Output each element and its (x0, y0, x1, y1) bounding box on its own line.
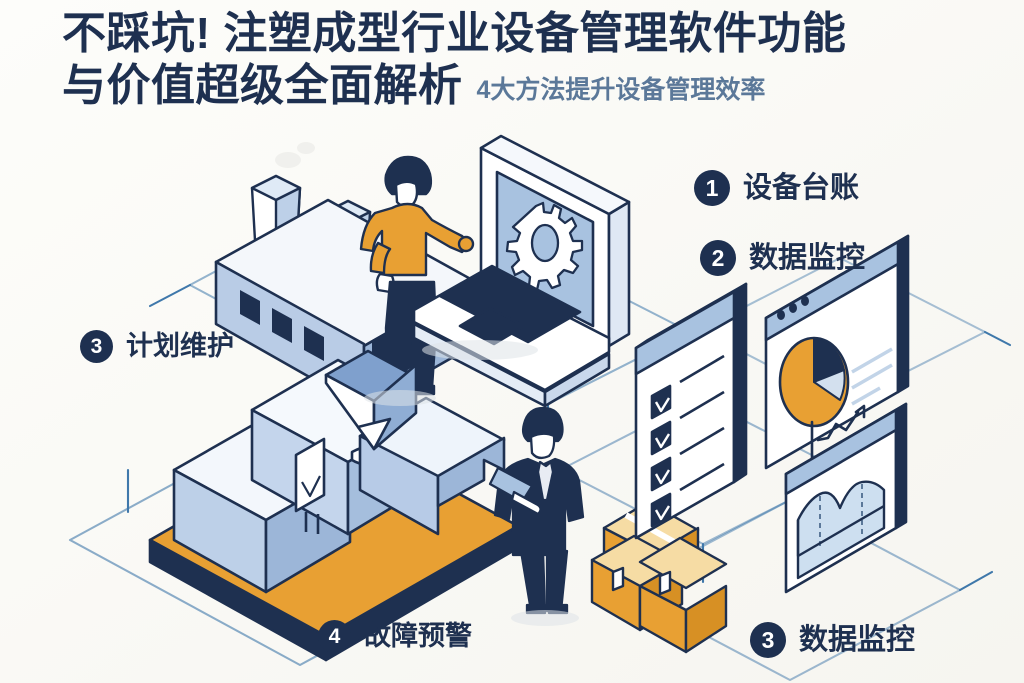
checklist-edge (732, 282, 748, 484)
laptop-lid-side (607, 200, 631, 348)
callout-label-1: 设备台账 (743, 171, 860, 204)
callout-fault-warning[interactable]: 4 故障预警 (318, 620, 472, 653)
smoke-puff (275, 142, 315, 168)
gear-icon (505, 201, 584, 292)
callout-data-monitoring-bottom[interactable]: 3 数据监控 (750, 622, 915, 658)
page-title-line-2: 与价值超级全面解析 (62, 61, 463, 110)
callout-badge-4: 4 (318, 620, 351, 653)
area-chart-window (784, 402, 908, 594)
window-dots (777, 296, 809, 320)
callout-label-4: 故障预警 (364, 621, 472, 651)
worker-hand (457, 235, 475, 253)
callout-equipment-ledger[interactable]: 1 设备台账 (694, 170, 859, 206)
worker-sweater (359, 202, 472, 277)
callout-label-2: 数据监控 (749, 241, 866, 274)
pie-window-text-lines (851, 347, 893, 406)
pie-window-titlebar (764, 240, 900, 342)
headline-block: 不踩坑! 注塑成型行业设备管理软件功能 与价值超级全面解析 4大方法提升设备管理… (62, 8, 962, 112)
callout-badge-1: 1 (694, 170, 730, 206)
area-window-titlebar (784, 408, 898, 496)
ground-shadows (364, 340, 579, 626)
page-subtitle: 4大方法提升设备管理效率 (476, 76, 766, 104)
factory-windows (240, 290, 324, 361)
machine-control-panel (294, 437, 326, 513)
callout-label-5: 数据监控 (799, 623, 916, 656)
callout-badge-2: 2 (700, 240, 736, 276)
pie-window-edge (896, 234, 910, 394)
cardboard-boxes (590, 500, 728, 654)
callout-planned-maintenance[interactable]: 3 计划维护 (80, 330, 234, 363)
callout-badge-5: 3 (750, 622, 786, 658)
manager-tablet (488, 406, 585, 615)
manager-hair (521, 406, 564, 443)
injection-molding-machine (148, 349, 520, 662)
pie-chart (778, 336, 850, 428)
checklist-items (650, 354, 725, 528)
callout-data-monitoring-top[interactable]: 2 数据监控 (700, 240, 865, 276)
area-window-edge (894, 402, 908, 530)
laptop-trackpad (458, 306, 526, 346)
checklist-header-bar (634, 290, 736, 376)
callout-label-3: 计划维护 (126, 331, 234, 361)
area-axes (796, 504, 885, 558)
callout-badge-3: 3 (80, 330, 113, 363)
box-front-right (638, 536, 728, 654)
manager-tie (536, 460, 555, 502)
laptop-gear (412, 134, 631, 408)
page-title-line-1: 不踩坑! 注塑成型行业设备管理软件功能 (62, 9, 847, 58)
checklist-card (634, 282, 748, 540)
manager-face (529, 432, 556, 460)
